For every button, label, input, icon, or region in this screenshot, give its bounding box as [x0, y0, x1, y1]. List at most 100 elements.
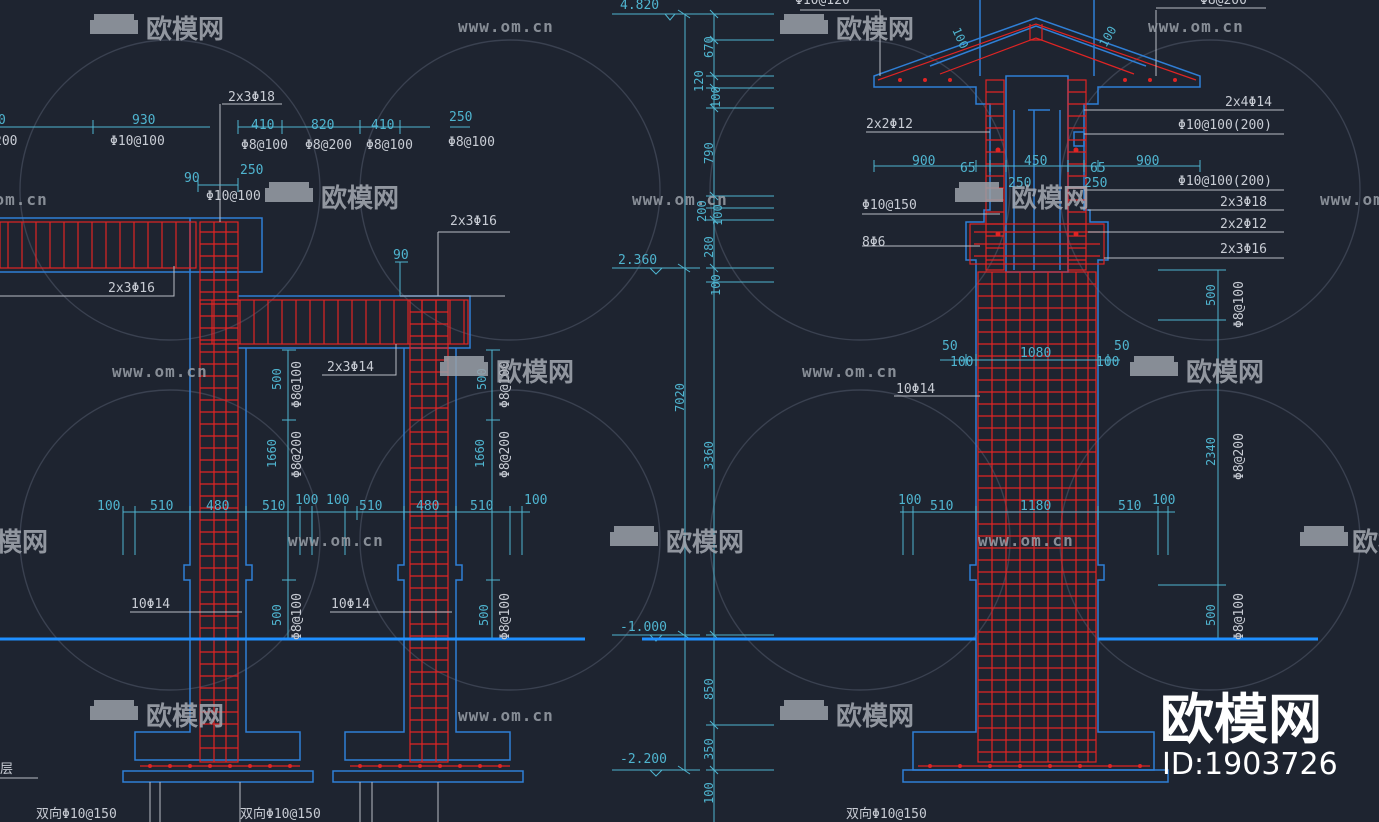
dim-250a: 250	[449, 110, 472, 125]
right-rebar	[877, 23, 1197, 767]
left-elevation	[0, 103, 585, 822]
label-st-col: Φ10@100	[206, 189, 261, 204]
dim-250b: 250	[1084, 176, 1107, 191]
left-rebar	[0, 221, 510, 767]
dim-820: 820	[311, 118, 334, 133]
left-leaders	[0, 103, 510, 822]
label-layer: 层	[0, 762, 13, 777]
label-col-bar-a: 10Φ14	[131, 597, 170, 612]
dim-90b: 90	[393, 248, 409, 263]
row-dim-8: 510	[470, 499, 493, 514]
label-st-1660b: Φ8@200	[498, 431, 513, 478]
label-st-d: Φ8@100	[448, 135, 495, 150]
elev-bottom: -2.200	[620, 752, 667, 767]
watermark-circles	[19, 39, 1361, 691]
left-text: 2x3Φ18 930 0 Φ10@100 200 410 820 410 250…	[0, 90, 547, 822]
wm-url-6: www.om.cn	[112, 362, 208, 381]
label-bar-16a: 2x3Φ16	[108, 281, 155, 296]
right-row-dim-1: 510	[930, 499, 953, 514]
label-col-bar-b: 10Φ14	[331, 597, 370, 612]
label-found-b: 双向Φ10@150	[240, 806, 321, 822]
label-top-bar: 2x3Φ18	[228, 90, 275, 105]
label-st-500d: Φ8@100	[498, 593, 513, 640]
wm-brand-5: 欧模网	[496, 357, 574, 388]
wm-brand-3: 欧模网	[321, 183, 399, 214]
right-dimensions	[873, 160, 1226, 641]
dim-790: 790	[702, 142, 716, 164]
row-dim-6: 510	[359, 499, 382, 514]
dim-1660b: 1660	[473, 439, 487, 468]
dim-1660a: 1660	[265, 439, 279, 468]
dim-3360: 3360	[702, 441, 716, 470]
row-dim-2: 480	[206, 499, 229, 514]
label-st-500b: Φ8@100	[498, 361, 513, 408]
label-st-500c: Φ8@100	[290, 593, 305, 640]
elev-ground: -1.000	[620, 620, 667, 635]
label-bar-16b: 2x3Φ16	[450, 214, 497, 229]
row-dim-9: 100	[524, 493, 547, 508]
wm-brand-9: 欧模网	[1352, 527, 1379, 558]
dim-100d: 100	[1096, 355, 1119, 370]
dim-200: 200	[695, 200, 709, 222]
dim-100c: 100	[709, 274, 723, 296]
label-st-1660a: Φ8@200	[290, 431, 305, 478]
right-rebar-dots	[898, 78, 1177, 768]
dim-500-lower: 500	[1204, 604, 1218, 626]
dim-500a: 500	[270, 368, 284, 390]
label-st-2340: Φ8@200	[1232, 433, 1247, 480]
middle-elevation-axis: 4.820 2.360 -1.000 -2.200 670 120 100 79…	[612, 0, 800, 822]
wm-brand-1: 欧模网	[146, 14, 224, 45]
cut-0: 0	[0, 113, 6, 128]
wm-url-2: www.om.cn	[1148, 17, 1244, 36]
dim-120: 120	[692, 70, 706, 92]
row-dim-7: 480	[416, 499, 439, 514]
watermark-layer: 欧模网 欧模网 欧模网 欧模网 欧模网 欧模网 欧模网 欧模网 欧模网 欧模网 …	[0, 14, 1379, 732]
dim-900a: 900	[912, 154, 935, 169]
left-rebar-dots	[148, 764, 502, 768]
wm-brand-4: 欧模网	[1011, 183, 1089, 214]
label-bar-8-6: 8Φ6	[862, 235, 885, 250]
dim-850: 850	[702, 678, 716, 700]
dim-50b: 50	[1114, 339, 1130, 354]
label-top-cut-b: Φ8@200	[1200, 0, 1247, 8]
right-text: Φ10@120 Φ8@200 100 100 2x4Φ14 2x2Φ12 Φ10…	[795, 0, 1272, 822]
label-bar-14: 2x3Φ14	[327, 360, 374, 375]
right-outline	[873, 0, 1201, 783]
dim-500c: 500	[270, 604, 284, 626]
wm-url-1: www.om.cn	[458, 17, 554, 36]
right-elevation	[800, 0, 1318, 783]
dim-50a: 50	[942, 339, 958, 354]
dim-410a: 410	[251, 118, 274, 133]
label-found-right: 双向Φ10@150	[846, 806, 927, 822]
dim-90a: 90	[184, 171, 200, 186]
row-dim-1: 510	[150, 499, 173, 514]
label-st-10-150: Φ10@150	[862, 198, 917, 213]
corner-watermark: 欧模网 ID:1903726	[1160, 688, 1338, 782]
sofa-icon	[90, 14, 1348, 720]
label-st-100-200a: Φ10@100(200)	[1178, 118, 1272, 133]
wm-url-10: www.om.cn	[458, 706, 554, 725]
right-row-dim-3: 510	[1118, 499, 1141, 514]
row-dim-4: 100	[295, 493, 318, 508]
label-found-a: 双向Φ10@150	[36, 806, 117, 822]
elev-top: 4.820	[620, 0, 659, 13]
wm-url-8: www.om.cn	[288, 531, 384, 550]
corner-id: ID:1903726	[1162, 747, 1338, 782]
label-st-c: Φ8@100	[366, 138, 413, 153]
label-st-b: Φ8@200	[305, 138, 352, 153]
dim-410b: 410	[371, 118, 394, 133]
wm-brand-10: 欧模网	[146, 701, 224, 732]
dim-500-upper: 500	[1204, 284, 1218, 306]
row-dim-0: 100	[97, 499, 120, 514]
label-bar-2x3-18: 2x3Φ18	[1220, 195, 1267, 210]
dim-100b: 100	[711, 204, 725, 226]
elev-mid: 2.360	[618, 253, 657, 268]
dim-900b: 900	[1136, 154, 1159, 169]
label-bar-2x2-12b: 2x2Φ12	[1220, 217, 1267, 232]
dim-100c: 100	[950, 355, 973, 370]
label-st-500a: Φ8@100	[290, 361, 305, 408]
label-bar-10-14: 10Φ14	[896, 382, 935, 397]
dim-350: 350	[702, 738, 716, 760]
right-row-dim-2: 1180	[1020, 499, 1051, 514]
